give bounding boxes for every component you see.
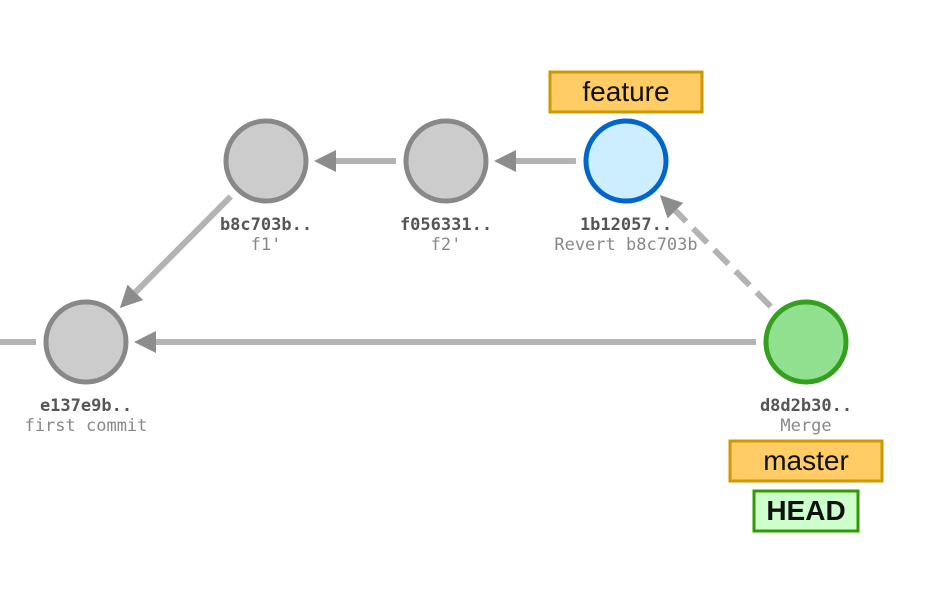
commit-node-1b12057[interactable]: 1b12057..Revert b8c703b xyxy=(554,118,698,255)
arrow-head-icon xyxy=(494,150,516,172)
branch-box[interactable] xyxy=(548,70,704,114)
branch-name: feature xyxy=(582,76,669,107)
commit-circle[interactable] xyxy=(763,299,849,385)
commit-node-d8d2b30[interactable]: d8d2b30..Merge xyxy=(760,299,852,436)
commit-hash: b8c703b.. xyxy=(220,215,312,235)
commit-circle[interactable] xyxy=(583,118,669,204)
commit-message: Revert b8c703b xyxy=(554,235,697,255)
arrow-head-icon xyxy=(659,195,684,219)
head-box[interactable] xyxy=(752,489,860,533)
commit-message: f2' xyxy=(431,235,462,255)
commit-hash: 1b12057.. xyxy=(580,215,672,235)
commit-node-e137e9b[interactable]: e137e9b..first commit xyxy=(25,299,148,436)
edge-1b12057-f056331 xyxy=(494,150,576,172)
head-label[interactable]: HEAD xyxy=(752,489,860,533)
commit-message: first commit xyxy=(25,416,148,436)
edge-d8d2b30-e137e9b xyxy=(134,331,756,353)
edge-line xyxy=(133,194,233,295)
branch-name: master xyxy=(763,445,849,476)
branch-box[interactable] xyxy=(728,439,884,483)
edge-line xyxy=(673,208,773,309)
edge-f056331-b8c703b xyxy=(314,150,396,172)
commit-hash: f056331.. xyxy=(400,215,492,235)
arrow-head-icon xyxy=(119,284,144,308)
commit-message: f1' xyxy=(251,235,282,255)
commit-hash: d8d2b30.. xyxy=(760,396,852,416)
commit-circle[interactable] xyxy=(43,299,129,385)
commit-circle[interactable] xyxy=(403,118,489,204)
commit-hash: e137e9b.. xyxy=(40,396,132,416)
nodes-layer: e137e9b..first commit b8c703b..f1' f056331… xyxy=(25,118,852,436)
arrow-head-icon xyxy=(134,331,156,353)
head-text: HEAD xyxy=(766,495,845,526)
branch-label-feature[interactable]: feature xyxy=(548,70,704,114)
commit-node-b8c703b[interactable]: b8c703b..f1' xyxy=(220,118,312,255)
edges-layer xyxy=(0,150,773,353)
branch-label-master[interactable]: master xyxy=(728,439,884,483)
edge-d8d2b30-1b12057 xyxy=(659,195,773,309)
commit-message: Merge xyxy=(780,416,831,436)
commit-circle[interactable] xyxy=(223,118,309,204)
edge-b8c703b-e137e9b xyxy=(119,194,233,308)
arrow-head-icon xyxy=(314,150,336,172)
commit-node-f056331[interactable]: f056331..f2' xyxy=(400,118,492,255)
